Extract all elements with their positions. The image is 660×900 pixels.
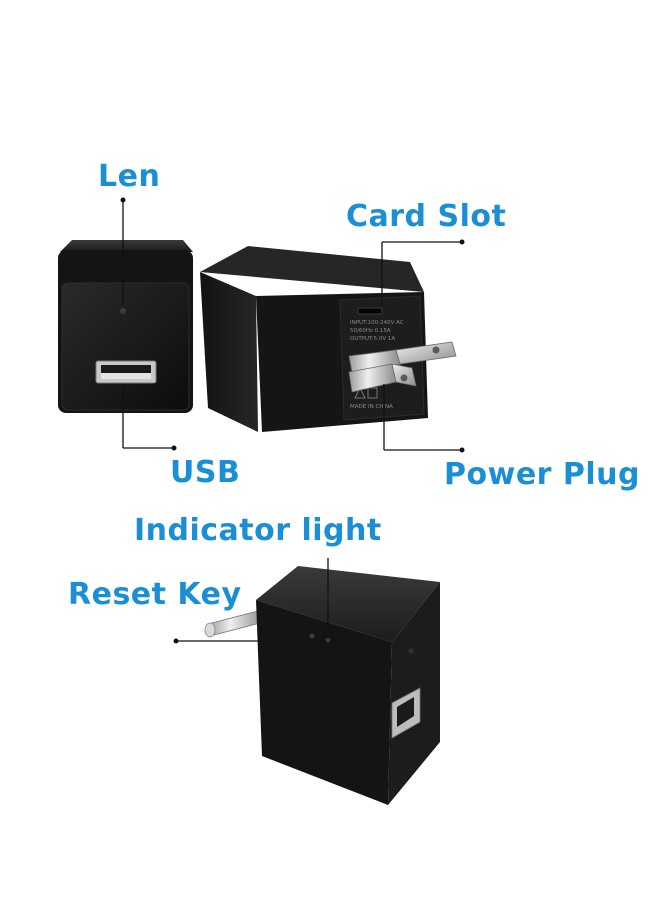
leader-lines bbox=[120, 197, 465, 644]
reset-hole bbox=[309, 633, 315, 639]
usb-port-icon bbox=[391, 687, 421, 739]
power-pins-icon bbox=[348, 341, 457, 393]
plug-text-line2: 50/60Hz 0.15A bbox=[350, 328, 391, 334]
label-usb: USB bbox=[170, 455, 241, 490]
label-reset-key: Reset Key bbox=[68, 577, 242, 612]
charger-eu-view bbox=[204, 566, 440, 805]
indicator-hole bbox=[325, 637, 331, 643]
charger-front-view bbox=[58, 240, 193, 413]
lens-dot bbox=[120, 308, 126, 314]
plug-text-line3: OUTPUT:5.0V 1A bbox=[350, 336, 395, 342]
label-card-slot: Card Slot bbox=[346, 199, 507, 234]
label-indicator-light: Indicator light bbox=[134, 513, 382, 548]
label-len: Len bbox=[98, 159, 161, 194]
card-slot bbox=[357, 307, 383, 315]
charger-plug-view: INPUT:100-240V AC 50/60Hz 0.15A OUTPUT:5… bbox=[200, 246, 457, 432]
label-power-plug: Power Plug bbox=[444, 457, 641, 492]
plug-text-line1: INPUT:100-240V AC bbox=[350, 320, 404, 326]
plug-origin-text: MADE IN CHINA bbox=[350, 404, 393, 410]
usb-port-icon bbox=[95, 360, 157, 384]
svg-text:INPUT:100-240V AC 50/60H: INPUT:100-240V AC 50/60Hz 0.15A OUTPUT:5… bbox=[350, 320, 405, 342]
